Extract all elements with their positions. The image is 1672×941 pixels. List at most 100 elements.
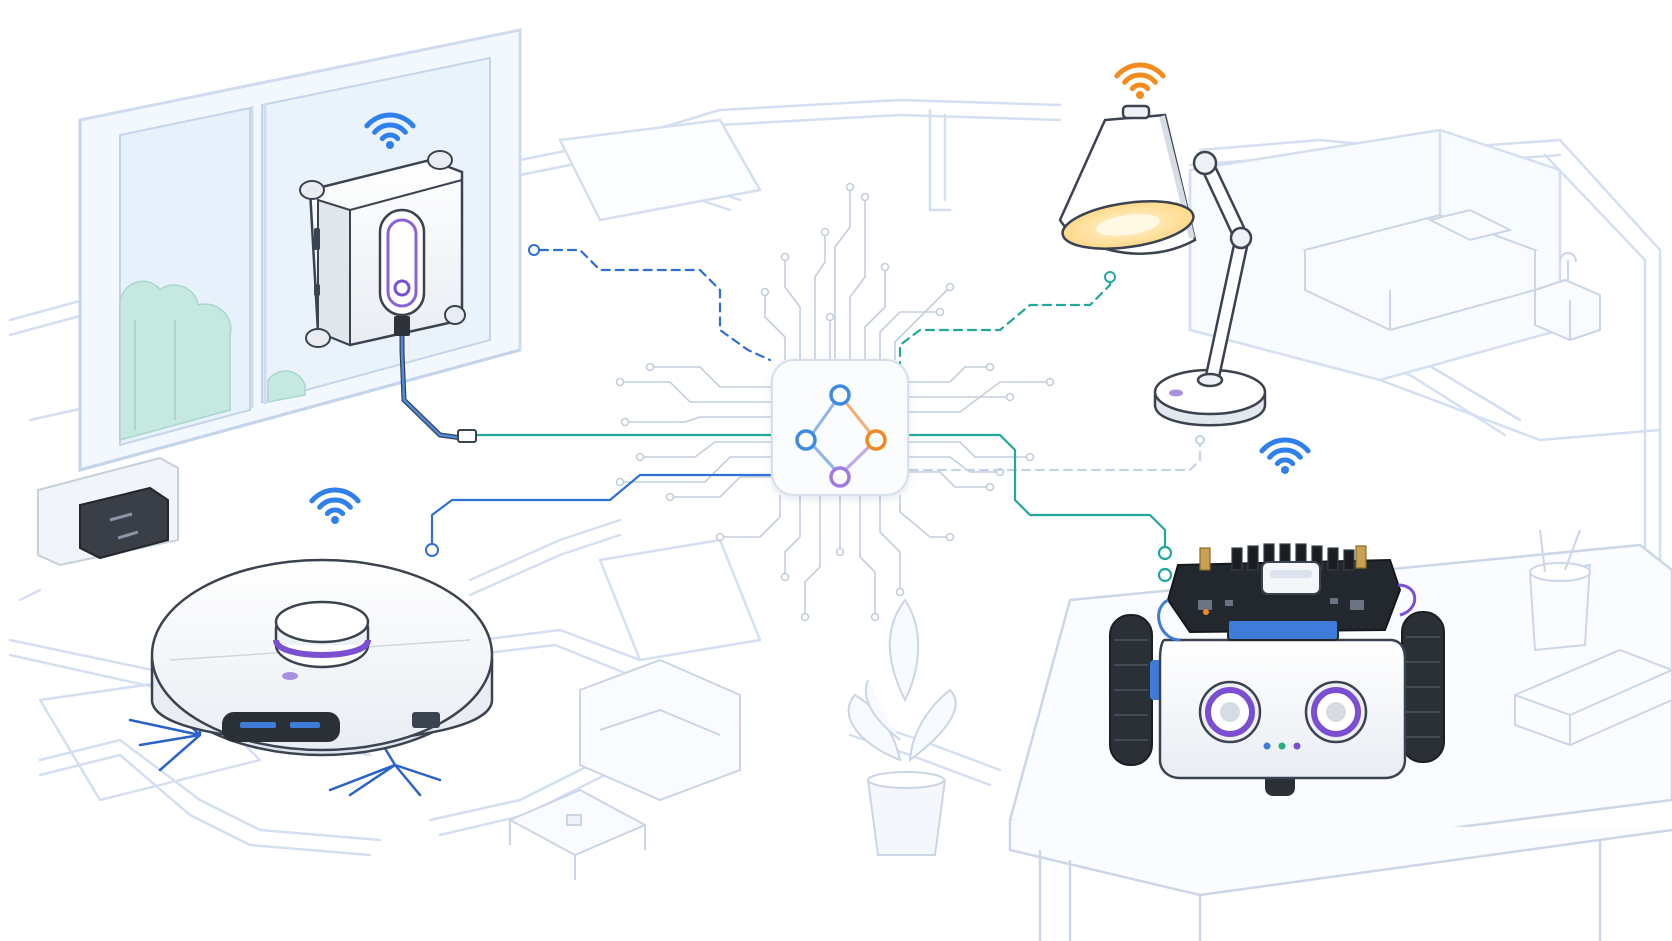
circuit-trace	[864, 267, 886, 360]
circuit-trace	[908, 471, 990, 488]
hub-node	[829, 384, 851, 406]
wifi-arc	[309, 487, 361, 504]
wifi-arc	[1267, 447, 1303, 460]
circuit-trace	[670, 476, 772, 498]
circuit-trace-node	[985, 362, 995, 372]
circuit-trace	[908, 381, 1050, 398]
circuit-trace-node	[820, 227, 830, 237]
wifi-arc	[364, 112, 416, 129]
bed-icon	[1302, 208, 1539, 332]
circuit-trace	[908, 441, 1030, 458]
wifi-arc	[1129, 82, 1151, 92]
circuit-trace-node	[945, 282, 955, 292]
wifi-icon	[1114, 62, 1166, 99]
circuit-trace	[620, 456, 772, 483]
link-desk-lamp	[898, 280, 1112, 372]
circuit-trace-node	[985, 482, 995, 492]
pencil-cup-icon	[1528, 529, 1592, 652]
circuit-trace	[849, 197, 866, 360]
link-lamp-base	[908, 443, 1202, 472]
circuit-trace-node	[860, 192, 870, 202]
wifi-arc	[324, 507, 346, 517]
circuit-trace-node	[635, 452, 645, 462]
robot-car-kit-icon[interactable]	[1109, 543, 1445, 796]
wifi-dot	[1136, 91, 1144, 99]
circuit-trace-node	[620, 417, 630, 427]
wifi-arc	[372, 122, 408, 135]
circuit-trace-node	[825, 312, 835, 322]
connection-links	[425, 244, 1205, 583]
circuit-trace-node	[665, 492, 675, 502]
circuit-trace	[859, 495, 876, 617]
circuit-trace-node	[880, 262, 890, 272]
circuit-trace	[620, 381, 772, 403]
wifi-arc	[317, 497, 353, 510]
circuit-trace	[720, 495, 781, 538]
desk-lamp-icon[interactable]	[1058, 104, 1267, 427]
circuit-trace-node	[715, 532, 725, 542]
wifi-arc	[1274, 457, 1296, 467]
sofa-icon	[579, 658, 741, 802]
hub[interactable]	[771, 359, 909, 496]
link-robot-car	[908, 433, 1167, 550]
circuit-trace	[784, 495, 801, 577]
circuit-trace-node	[935, 307, 945, 317]
network-graph-icon	[795, 384, 887, 488]
hub-node	[865, 429, 887, 451]
link-node	[528, 244, 540, 256]
circuit-trace-node	[845, 182, 855, 192]
circuit-trace-node	[1025, 452, 1035, 462]
ultrasonic-sensor	[1198, 680, 1368, 744]
window-cleaning-robot-icon[interactable]	[299, 150, 477, 443]
circuit-trace	[879, 311, 940, 360]
coffee-table-icon	[507, 788, 648, 880]
potted-plant-icon	[847, 598, 957, 856]
link-node	[1157, 567, 1173, 583]
link-node	[1104, 271, 1116, 283]
wifi-icon	[364, 112, 416, 149]
wifi-icon	[1259, 437, 1311, 474]
link-node	[1195, 435, 1205, 445]
circuit-trace	[894, 286, 951, 360]
circuit-trace	[899, 495, 950, 538]
link-node	[425, 543, 439, 557]
circuit-trace	[804, 495, 821, 617]
circuit-trace	[625, 416, 772, 423]
robot-vacuum-icon[interactable]	[128, 558, 494, 797]
circuit-trace	[908, 396, 1010, 413]
book-icon	[1514, 648, 1672, 747]
wifi-dot	[1281, 466, 1289, 474]
circuit-trace	[908, 456, 1000, 473]
circuit-trace-node	[1045, 377, 1055, 387]
circuit-trace	[834, 187, 851, 360]
link-robot-vacuum	[430, 473, 772, 547]
link-window-robot	[538, 248, 772, 362]
hub-node	[795, 429, 817, 451]
circuit-trace	[650, 366, 772, 388]
nightstand-icon	[1534, 252, 1601, 342]
circuit-trace-node	[615, 377, 625, 387]
wifi-dot	[331, 516, 339, 524]
circuit-trace	[814, 232, 826, 360]
circuit-trace-node	[760, 287, 770, 297]
circuit-traces	[615, 182, 1055, 622]
wifi-icon	[309, 487, 361, 524]
circuit-trace-node	[800, 612, 810, 622]
circuit-trace-node	[780, 572, 790, 582]
circuit-trace	[764, 292, 786, 360]
wifi-arc	[1114, 62, 1166, 79]
circuit-trace-node	[945, 532, 955, 542]
wifi-arc	[1122, 72, 1158, 85]
circuit-trace	[879, 495, 901, 592]
wall-outlet-icon	[37, 456, 179, 567]
wifi-arc	[379, 132, 401, 142]
wifi-arc	[1259, 437, 1311, 454]
wifi-dot	[386, 141, 394, 149]
hub-node	[829, 466, 851, 488]
circuit-trace-node	[835, 547, 845, 557]
circuit-trace	[908, 366, 990, 383]
circuit-trace-node	[870, 612, 880, 622]
link-node	[1157, 545, 1173, 561]
